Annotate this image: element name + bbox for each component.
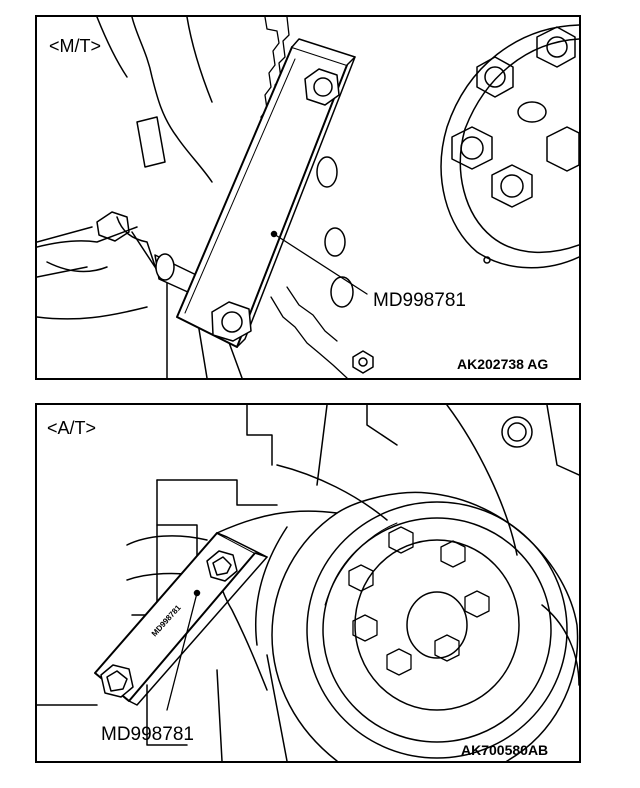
figure-code-mt: AK202738 AG bbox=[457, 356, 549, 372]
special-tool-at bbox=[94, 532, 268, 706]
drive-plate bbox=[214, 491, 579, 761]
mt-illustration bbox=[37, 17, 579, 378]
flex-plate-ring bbox=[306, 501, 568, 759]
dowel-hole bbox=[501, 416, 533, 448]
small-nut bbox=[352, 350, 374, 374]
variant-label-mt: <M/T> bbox=[49, 36, 102, 56]
special-tool-mt bbox=[176, 38, 356, 348]
at-illustration: MD998781 bbox=[37, 405, 579, 761]
flywheel-bolts bbox=[451, 26, 579, 208]
crankshaft-boss bbox=[354, 539, 520, 711]
callout-leader-at bbox=[166, 589, 201, 711]
transmission-housing-at bbox=[37, 405, 579, 761]
flywheel bbox=[316, 24, 579, 308]
figure-at-panel: MD998781 <A/T> MD998781 AK700580AB bbox=[35, 403, 581, 763]
tool-callout-mt: MD998781 bbox=[373, 290, 466, 311]
figure-mt-panel: <M/T> MD998781 AK202738 AG bbox=[35, 15, 581, 380]
variant-label-at: <A/T> bbox=[47, 418, 97, 438]
figure-code-at: AK700580AB bbox=[461, 742, 549, 758]
tool-callout-at: MD998781 bbox=[101, 724, 194, 745]
flex-plate-bolts bbox=[348, 526, 490, 676]
callout-leader-mt bbox=[270, 230, 368, 295]
